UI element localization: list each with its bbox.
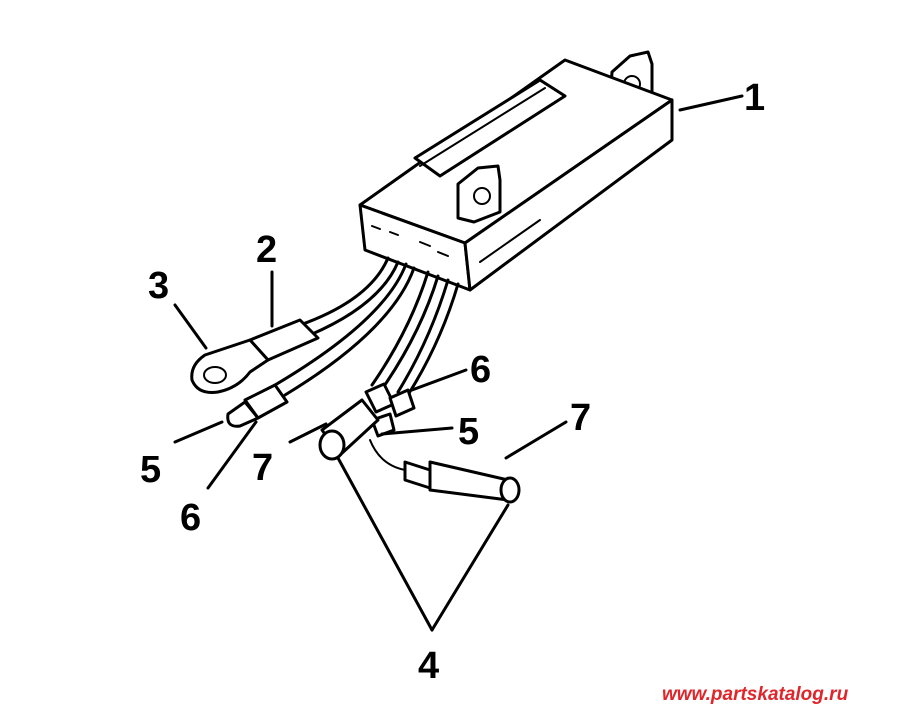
leader-6a [206,420,258,490]
leader-4b [430,503,510,632]
callout-5-left: 5 [140,449,161,491]
callout-2: 2 [256,229,277,271]
leader-lines [173,94,744,632]
ring-terminal [190,318,320,394]
callout-1: 1 [744,77,765,119]
leader-5a [173,420,224,444]
sleeve-connector-left [318,398,380,461]
callout-7-left: 7 [252,447,273,489]
leader-6b [410,368,468,392]
module-box [358,50,674,292]
bullet-connector-left [226,383,289,428]
wire-harness [273,256,460,400]
callout-6-right: 6 [470,349,491,391]
leader-4a [336,456,434,632]
leader-5b [380,426,454,436]
leader-1 [678,94,744,112]
callout-5-right: 5 [458,411,479,453]
callout-4: 4 [418,645,439,687]
callouts: 1 2 3 4 5 5 6 6 7 7 [140,77,765,687]
callout-3: 3 [148,265,169,307]
sleeve-connector-right [369,439,521,504]
watermark-text: www.partskatalog.ru [662,684,849,705]
leader-7a [288,422,328,444]
leader-3 [173,303,208,350]
callout-7-right: 7 [570,397,591,439]
bullet-connector-right [364,382,416,438]
callout-6-left: 6 [180,497,201,539]
leader-7b [504,420,568,460]
